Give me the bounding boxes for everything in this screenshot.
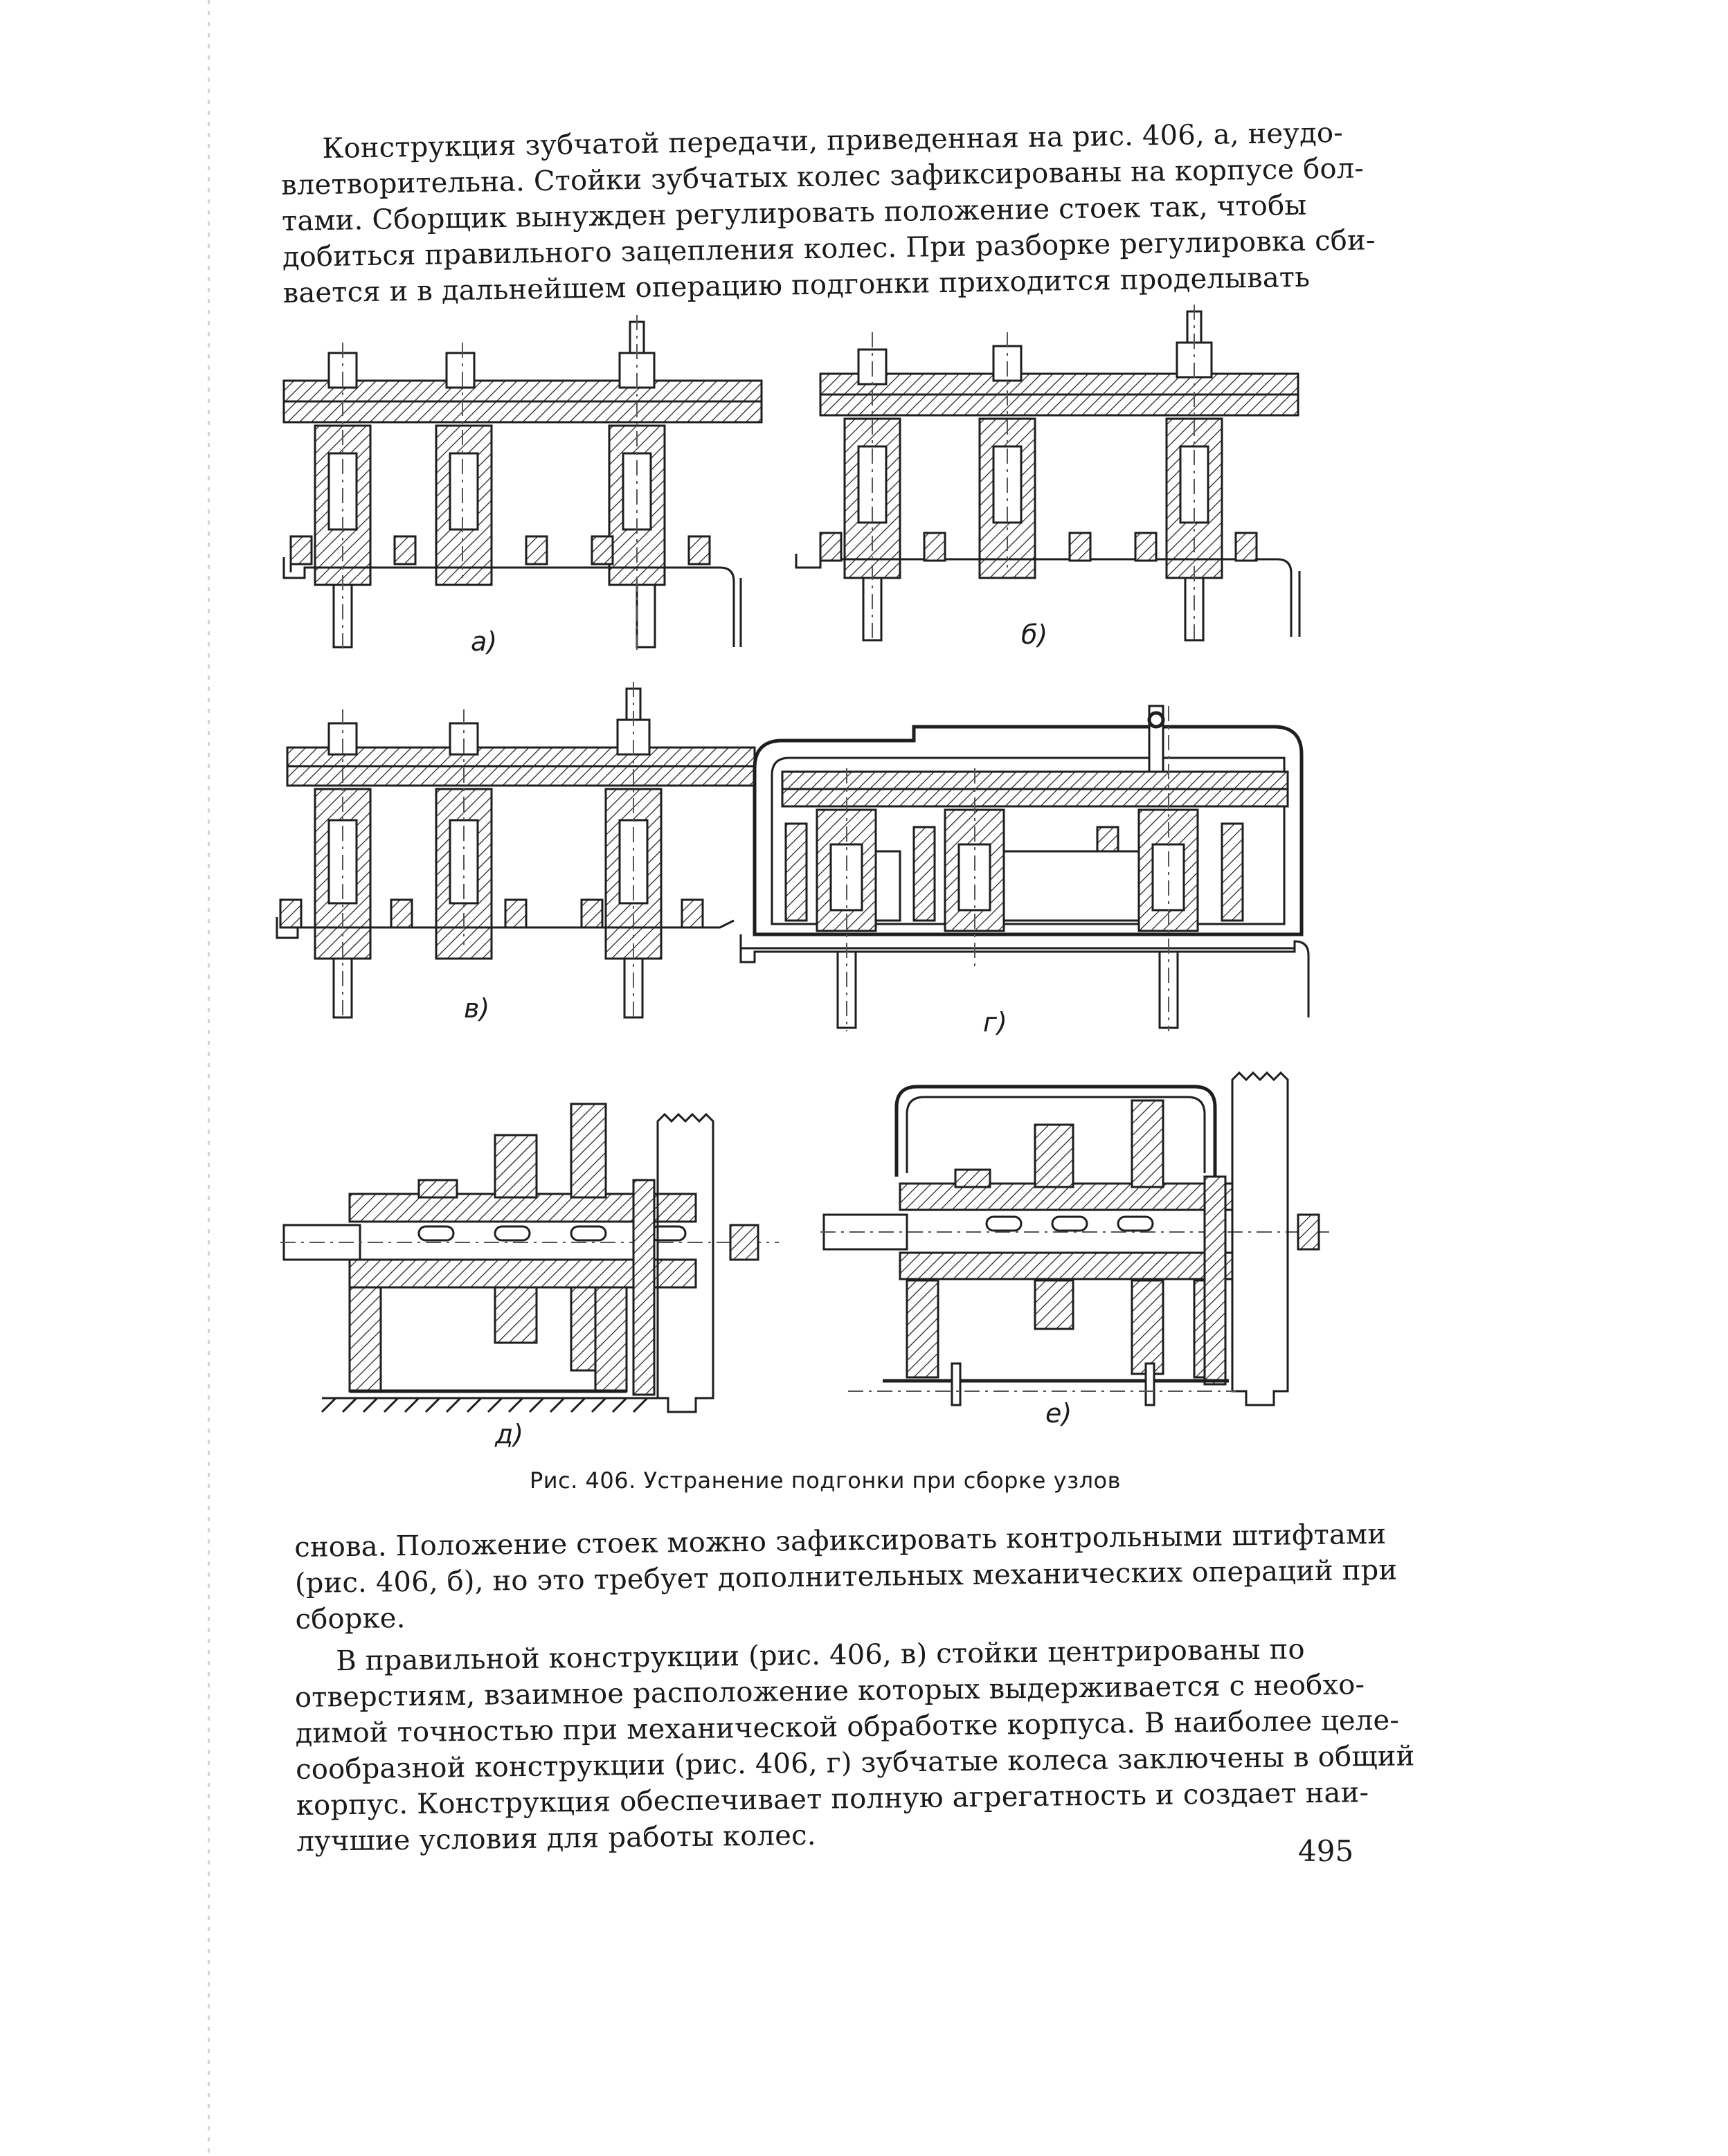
figure-caption: Рис. 406. Устранение подгонки при сборке… [530, 1467, 1121, 1494]
subfigure-label-a: а) [471, 626, 498, 657]
figure-f-shaft-enclosed [820, 1059, 1333, 1419]
subfigure-label-c: в) [464, 993, 490, 1024]
figure-a-bolted-stands [277, 315, 763, 654]
page-number: 495 [1298, 1834, 1354, 1868]
paragraph-intro: Конструкция зубчатой передачи, приведенн… [280, 115, 1376, 311]
scan-gutter-line [208, 0, 210, 2156]
subfigure-label-b: б) [1021, 619, 1048, 650]
paragraph-continuation: снова. Положение стоек можно зафиксирова… [294, 1516, 1397, 1638]
subfigure-label-d: г) [983, 1007, 1007, 1038]
subfigure-label-e: д) [495, 1419, 524, 1449]
figure-d-enclosed-housing [739, 705, 1322, 1035]
figure-b-pinned-stands [793, 305, 1312, 644]
paragraph-correct-design: В правильной конструкции (рис. 406, в) с… [294, 1631, 1415, 1860]
subfigure-label-f: е) [1045, 1398, 1072, 1429]
figure-e-shaft-bearing [280, 1066, 807, 1433]
figure-c-centered-stands [276, 682, 762, 1021]
